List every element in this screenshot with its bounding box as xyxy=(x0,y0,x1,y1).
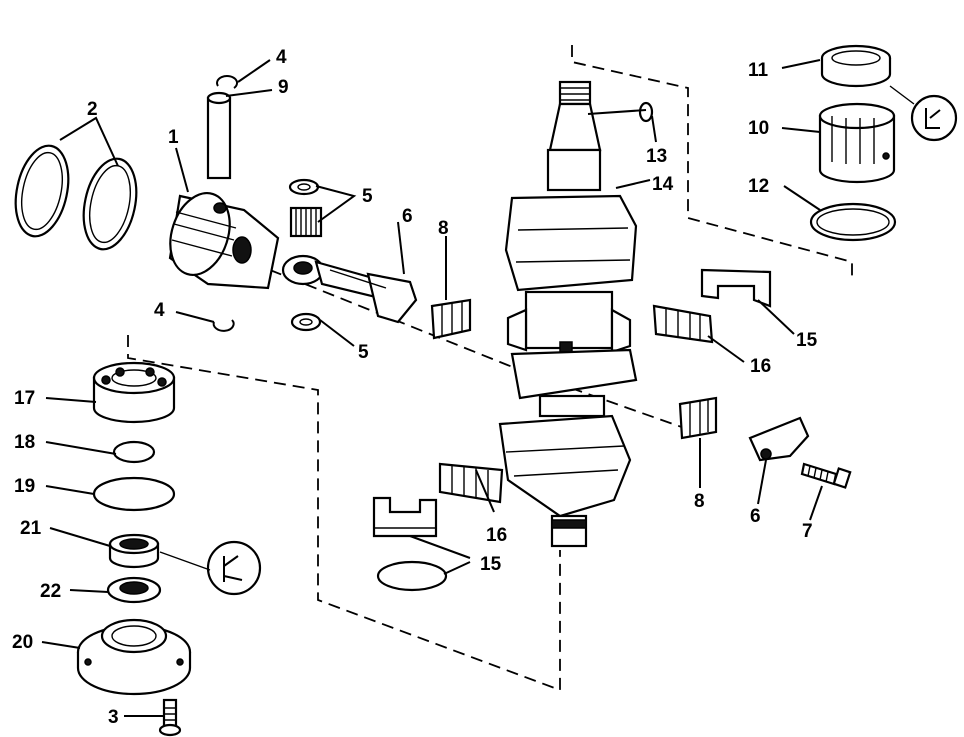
callout-5-bottom: 5 xyxy=(358,342,369,363)
lower-main-bearing-half xyxy=(372,496,438,538)
center-main-bearing-half xyxy=(700,268,772,308)
lower-end-cap xyxy=(76,618,192,696)
wrist-pin-clip-top xyxy=(216,74,239,89)
callout-5-top: 5 xyxy=(362,186,373,207)
callout-7: 7 xyxy=(802,521,813,542)
callout-16-right: 16 xyxy=(750,356,771,377)
lower-main-bearing-cage xyxy=(438,462,504,504)
callout-21: 21 xyxy=(20,518,42,539)
callout-8-top: 8 xyxy=(438,218,449,239)
wrist-pin xyxy=(206,91,232,180)
callout-1: 1 xyxy=(168,127,179,148)
callout-10: 10 xyxy=(748,118,769,139)
callout-18: 18 xyxy=(14,432,35,453)
callout-13: 13 xyxy=(646,146,667,167)
callout-12: 12 xyxy=(748,176,769,197)
callout-9: 9 xyxy=(278,77,289,98)
upper-o-ring xyxy=(809,202,897,242)
callout-6-top: 6 xyxy=(402,206,413,227)
lower-seal xyxy=(108,533,160,569)
woodruff-key xyxy=(638,101,654,123)
piston-rings xyxy=(14,144,138,251)
ball-bearing xyxy=(92,361,176,424)
callout-19: 19 xyxy=(14,476,35,497)
seal-washer xyxy=(106,576,162,604)
upper-main-bearing xyxy=(818,102,896,184)
callout-labels: 4 9 2 1 5 6 8 4 5 13 14 11 10 12 15 16 8… xyxy=(12,47,818,728)
piston xyxy=(168,192,280,290)
connecting-rod-cap xyxy=(748,416,810,462)
leader-lines xyxy=(41,59,823,717)
wrist-pin-clip-bottom xyxy=(212,319,235,332)
upper-o-ring-inner xyxy=(816,208,890,236)
center-main-bearing-cage xyxy=(652,304,714,344)
rod-bearing-cage-lower xyxy=(678,396,718,440)
callout-17: 17 xyxy=(14,388,35,409)
rod-cap-screw xyxy=(800,462,852,489)
assembly-outline xyxy=(127,45,853,692)
callout-4-top: 4 xyxy=(276,47,287,68)
lower-o-ring xyxy=(92,476,176,512)
rod-bearing-cage-upper xyxy=(430,298,472,340)
screw xyxy=(158,698,182,737)
callout-3: 3 xyxy=(108,707,119,728)
crankshaft xyxy=(498,80,638,548)
small-end-bearing xyxy=(288,178,323,332)
callout-4-bottom: 4 xyxy=(154,300,165,321)
upper-seal xyxy=(820,44,892,88)
lubrication-symbol-icon xyxy=(889,85,958,142)
callout-6-bottom: 6 xyxy=(750,506,761,527)
lower-lubrication-symbol-icon xyxy=(159,540,262,596)
callout-8-bottom: 8 xyxy=(694,491,705,512)
connecting-rod xyxy=(281,254,418,324)
callout-20: 20 xyxy=(12,632,33,653)
snap-ring xyxy=(112,440,156,464)
callout-16-left: 16 xyxy=(486,525,507,546)
callout-15-left: 15 xyxy=(480,554,502,575)
retaining-ring xyxy=(376,560,448,592)
callout-15-right: 15 xyxy=(796,330,818,351)
callout-14: 14 xyxy=(652,174,674,195)
callout-2: 2 xyxy=(87,99,98,120)
callout-11: 11 xyxy=(748,60,769,81)
callout-22: 22 xyxy=(40,581,61,602)
